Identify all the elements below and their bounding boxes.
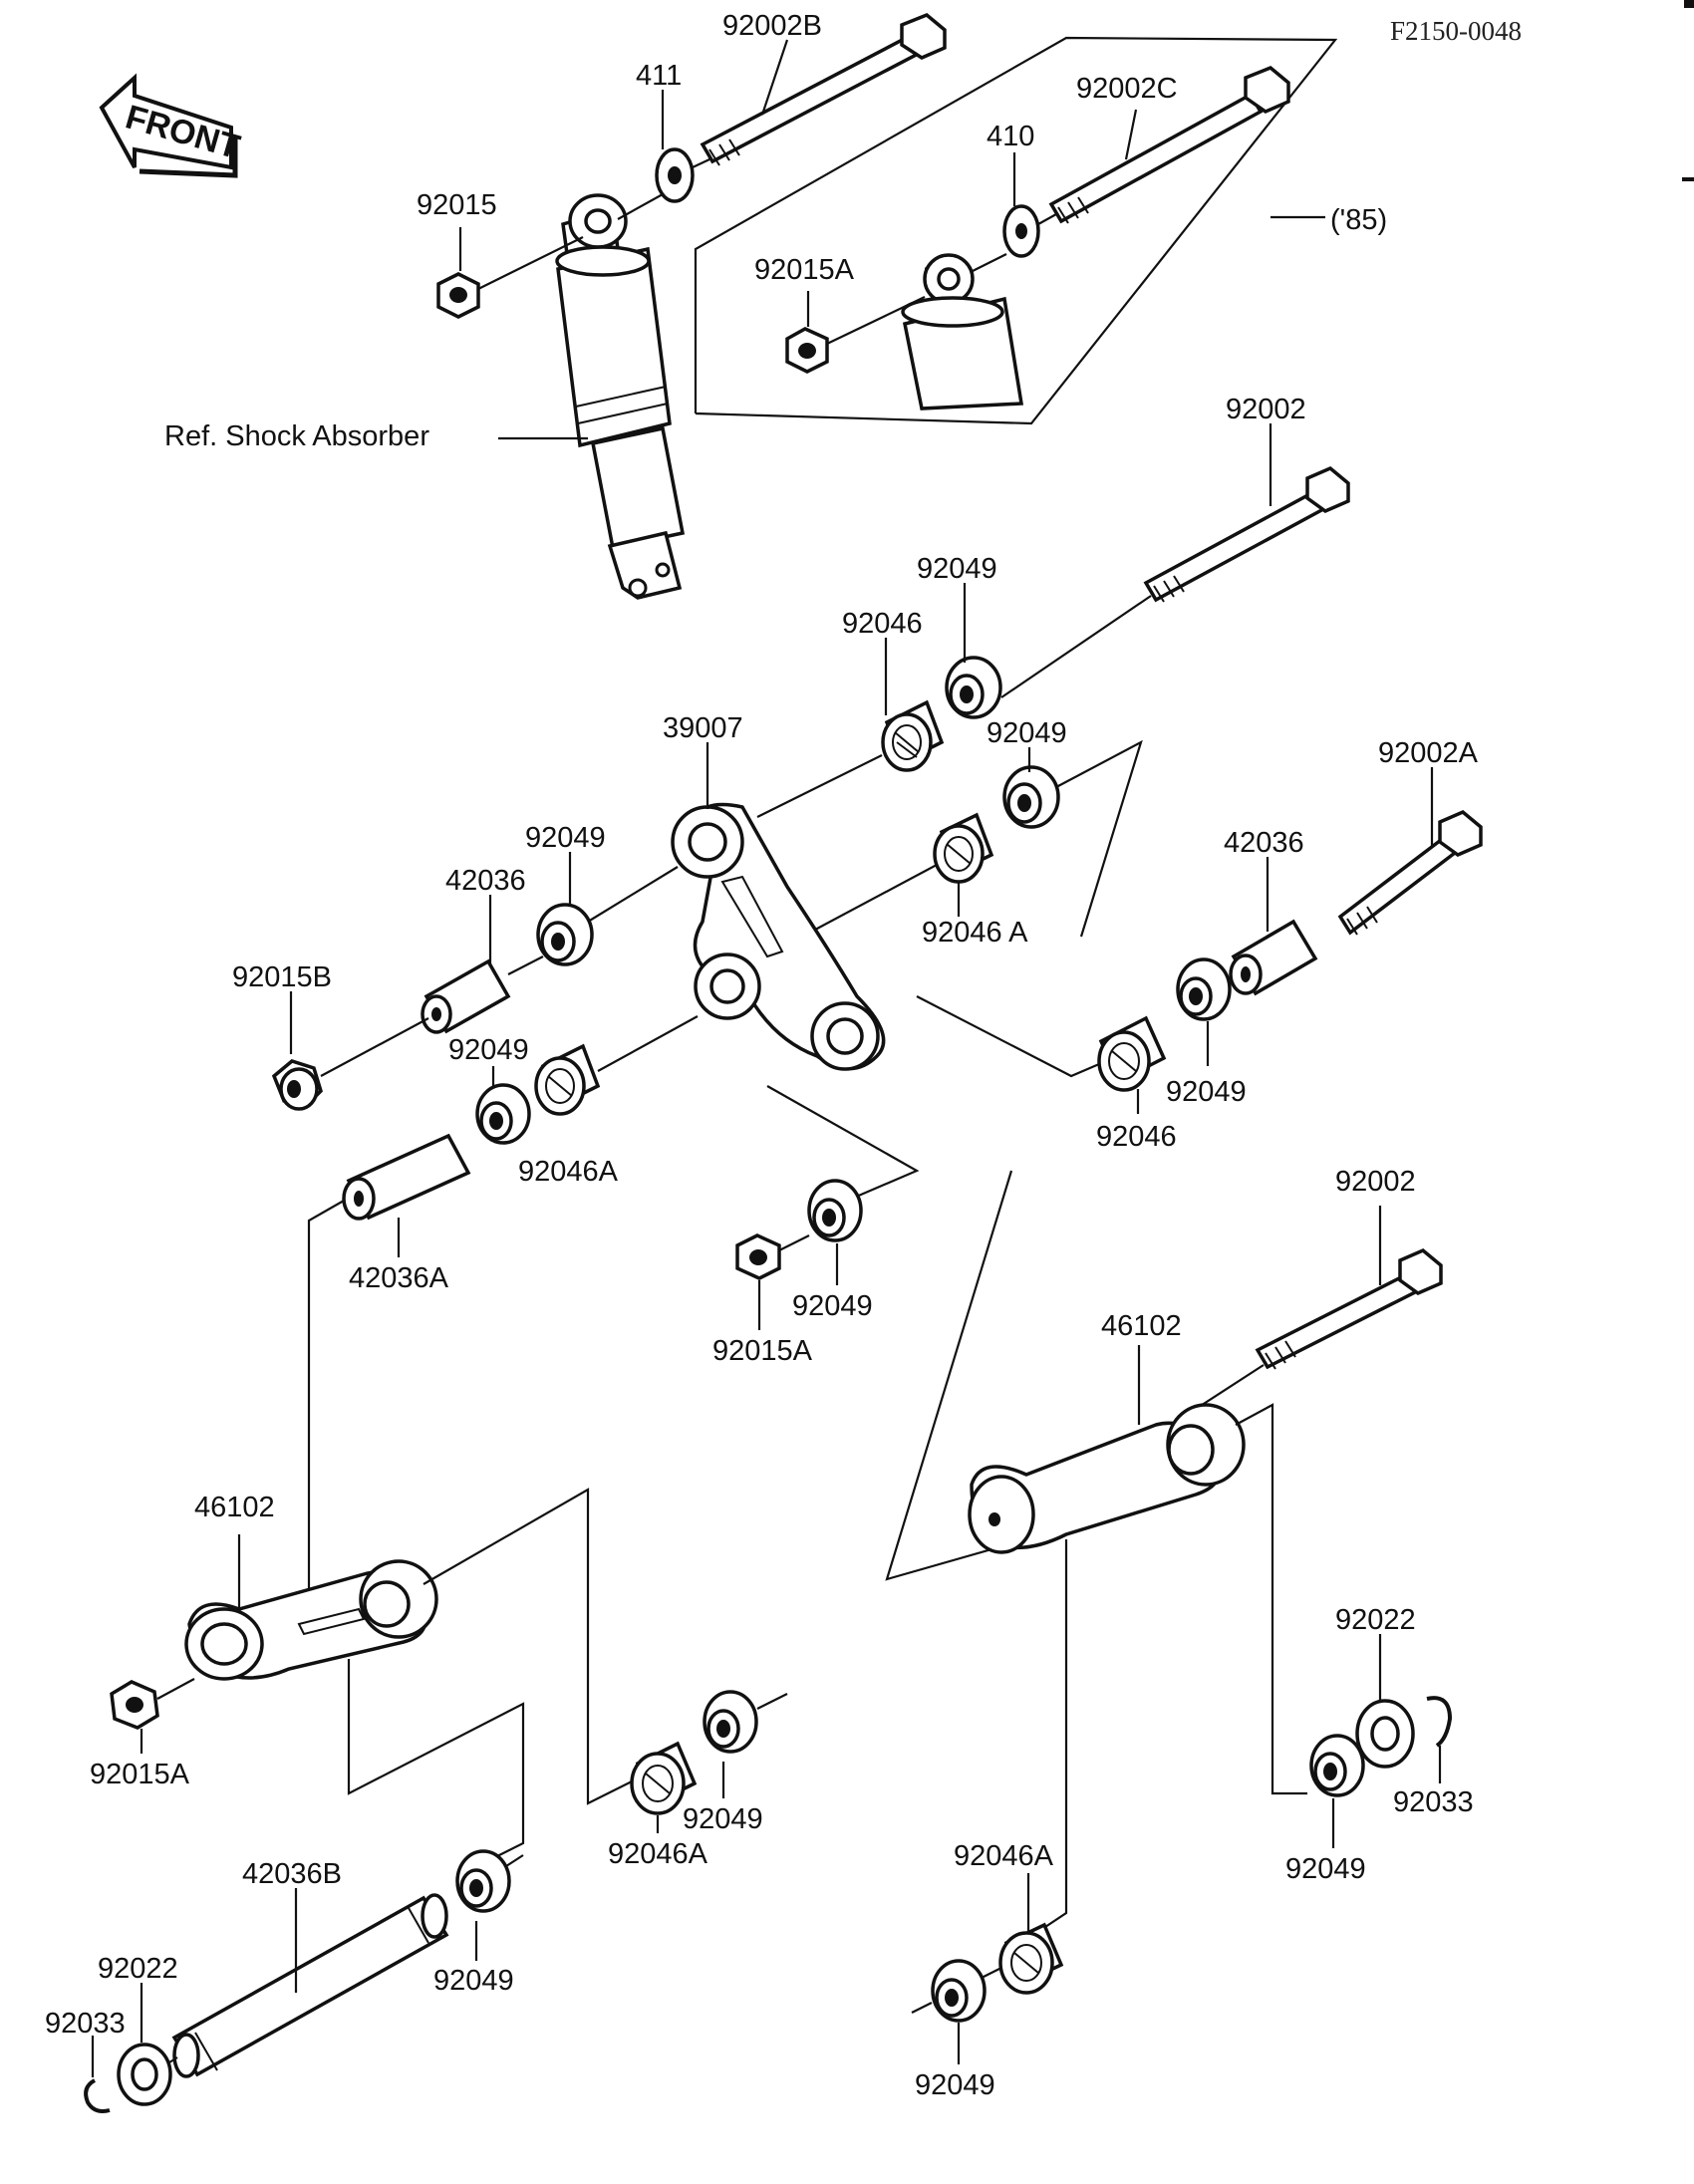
label-92033-l: 92033: [45, 2008, 126, 2040]
seal-92049-b-icon: [1002, 765, 1060, 829]
collar-42036A-icon: [342, 1133, 471, 1221]
label-92046A-a: 92046 A: [922, 917, 1028, 949]
seal-92049-f-icon: [807, 1179, 863, 1242]
label-92033-r: 92033: [1393, 1786, 1474, 1818]
label-92049-a: 92049: [917, 553, 997, 585]
shock-absorber: [555, 193, 686, 600]
label-92049-i: 92049: [683, 1803, 763, 1835]
nut-92015-icon: [436, 272, 480, 319]
label-92002C: 92002C: [1076, 73, 1178, 105]
label-92015B: 92015B: [232, 961, 332, 993]
label-42036-l: 42036: [445, 865, 526, 897]
bearing-92046A-d-icon: [630, 1741, 698, 1815]
label-92022-l: 92022: [98, 1953, 178, 1985]
label-92049-h: 92049: [915, 2069, 995, 2101]
bearing-92046A-c-icon: [998, 1922, 1064, 1995]
label-92015A-mid: 92015A: [712, 1335, 813, 1367]
bolt-92002-bot-icon: [1255, 1247, 1443, 1370]
label-92046A-b: 92046A: [518, 1156, 619, 1188]
inset-shock-absorber: [901, 253, 1024, 410]
label-410: 410: [987, 121, 1034, 152]
bolt-92002B-icon: [700, 12, 947, 166]
label-92049-f: 92049: [792, 1290, 873, 1322]
label-92049-c: 92049: [525, 822, 606, 854]
circlip-92033-r-icon: [1426, 1696, 1453, 1748]
circlip-92033-l-icon: [84, 2078, 111, 2113]
nut-92015A-top-icon: [785, 327, 829, 374]
label-46102-r: 46102: [1101, 1310, 1182, 1342]
label-92002A: 92002A: [1378, 737, 1479, 769]
label-92049-j: 92049: [433, 1965, 514, 1997]
bearing-92046-a-icon: [881, 699, 945, 772]
seal-92049-d-icon: [475, 1083, 531, 1145]
label-92046A-c: 92046A: [954, 1840, 1054, 1872]
label-92015A-bot: 92015A: [90, 1759, 190, 1790]
note-85: ('85): [1330, 204, 1387, 236]
label-shock-absorber: Ref. Shock Absorber: [164, 420, 429, 452]
lever-46102-l-icon: [184, 1559, 438, 1681]
rocker-arm-39007-icon: [671, 802, 886, 1071]
label-92015A-top: 92015A: [754, 254, 855, 286]
bolt-92002-top-icon: [1143, 465, 1350, 603]
label-411: 411: [636, 60, 682, 92]
label-92046-b: 92046: [1096, 1121, 1177, 1153]
bearing-92046A-a-icon: [933, 812, 994, 884]
seal-92049-a-icon: [945, 656, 1002, 719]
collar-42036-l-icon: [421, 958, 511, 1034]
label-92002-bot: 92002: [1335, 1166, 1416, 1198]
label-42036B: 42036B: [242, 1858, 342, 1890]
seal-92049-e-icon: [1176, 957, 1232, 1021]
seal-92049-g-icon: [1309, 1734, 1365, 1797]
front-arrow-icon: FRONT: [99, 73, 244, 178]
bearing-92046-b-icon: [1097, 1015, 1167, 1092]
bolt-92002A-icon: [1337, 809, 1483, 936]
label-92015: 92015: [417, 189, 497, 221]
label-92046A-d: 92046A: [608, 1838, 708, 1870]
label-92049-b: 92049: [987, 717, 1067, 749]
lever-46102-r-icon: [968, 1403, 1246, 1554]
shaft-42036B-icon: [171, 1893, 449, 2078]
label-92049-g: 92049: [1285, 1853, 1366, 1885]
washer-411-icon: [655, 147, 695, 203]
nut-92015A-bot-icon: [110, 1680, 159, 1730]
label-92022-r: 92022: [1335, 1604, 1416, 1636]
seal-92049-j-icon: [455, 1849, 511, 1913]
inset-85-frame: [694, 36, 1338, 425]
washer-92022-r-icon: [1355, 1699, 1415, 1769]
label-46102-l: 46102: [194, 1492, 275, 1523]
seal-92049-i-icon: [703, 1690, 758, 1754]
label-92046-a: 92046: [842, 608, 923, 640]
label-92049-e: 92049: [1166, 1076, 1247, 1108]
nut-92015B-icon: [271, 1059, 323, 1111]
label-39007: 39007: [663, 712, 743, 744]
washer-92022-l-icon: [117, 2043, 172, 2106]
label-42036-r: 42036: [1224, 827, 1304, 859]
bearing-92046A-b-icon: [534, 1043, 601, 1116]
seal-92049-h-icon: [931, 1959, 987, 2023]
collar-42036-r-icon: [1229, 919, 1318, 996]
washer-410-icon: [1002, 204, 1040, 258]
label-42036A: 42036A: [349, 1262, 449, 1294]
seal-92049-c-icon: [536, 903, 594, 966]
label-92049-d: 92049: [448, 1034, 529, 1066]
bolt-92002C-icon: [1048, 65, 1290, 224]
nut-92015A-mid-icon: [735, 1233, 781, 1280]
reference-code: F2150-0048: [1390, 16, 1522, 46]
label-92002B: 92002B: [722, 10, 822, 42]
label-92002-top: 92002: [1226, 394, 1306, 425]
